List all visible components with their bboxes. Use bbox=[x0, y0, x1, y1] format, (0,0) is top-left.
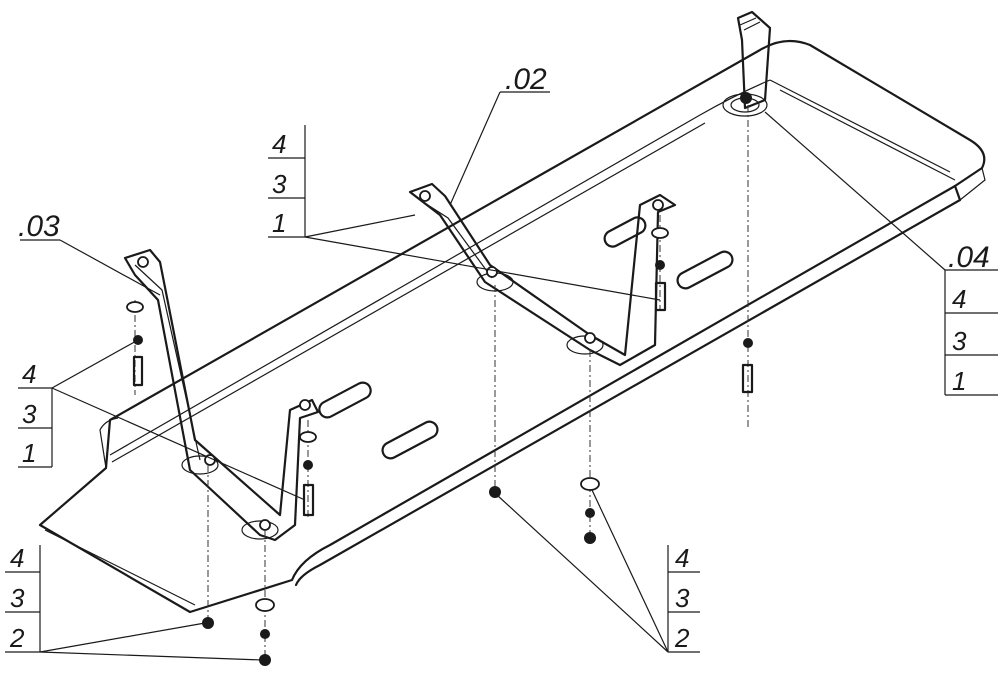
stack-c-item-3: 1 bbox=[952, 366, 966, 396]
stack-e-item-2: 3 bbox=[675, 583, 690, 613]
stack-a-item-3: 1 bbox=[272, 208, 286, 238]
stack-e-item-3: 2 bbox=[674, 623, 690, 653]
bracket-02 bbox=[408, 182, 677, 367]
stack-d-item-2: 3 bbox=[10, 583, 25, 613]
fasteners bbox=[126, 227, 754, 666]
stack-c-item-1: 4 bbox=[952, 284, 966, 314]
stack-d-item-1: 4 bbox=[10, 543, 24, 573]
leader-lines bbox=[20, 91, 998, 661]
stack-b-item-3: 1 bbox=[22, 438, 36, 468]
stack-e: 4 3 2 bbox=[667, 543, 700, 653]
stack-c-item-2: 3 bbox=[952, 326, 967, 356]
callout-labels: .02 .03 .04 bbox=[18, 63, 990, 274]
plate-slots bbox=[318, 216, 734, 460]
label-part-02: .02 bbox=[505, 63, 547, 96]
stack-d: 4 3 2 bbox=[5, 543, 41, 653]
stack-a-item-1: 4 bbox=[272, 129, 286, 159]
stack-d-item-3: 2 bbox=[9, 623, 25, 653]
stack-b-item-1: 4 bbox=[22, 359, 36, 389]
label-part-03: .03 bbox=[18, 210, 60, 243]
bracket-04 bbox=[736, 10, 772, 110]
skid-plate bbox=[38, 39, 986, 614]
center-lines bbox=[134, 105, 749, 665]
stack-a: 4 3 1 bbox=[268, 125, 306, 238]
stack-b-item-2: 3 bbox=[22, 399, 37, 429]
bracket-03 bbox=[123, 248, 320, 542]
stack-b: 4 3 1 bbox=[18, 359, 53, 468]
mounting-recesses bbox=[181, 93, 768, 540]
stack-c: 4 3 1 bbox=[944, 270, 998, 396]
label-part-04: .04 bbox=[948, 241, 990, 274]
stack-e-item-1: 4 bbox=[675, 543, 689, 573]
stack-a-item-2: 3 bbox=[272, 169, 287, 199]
